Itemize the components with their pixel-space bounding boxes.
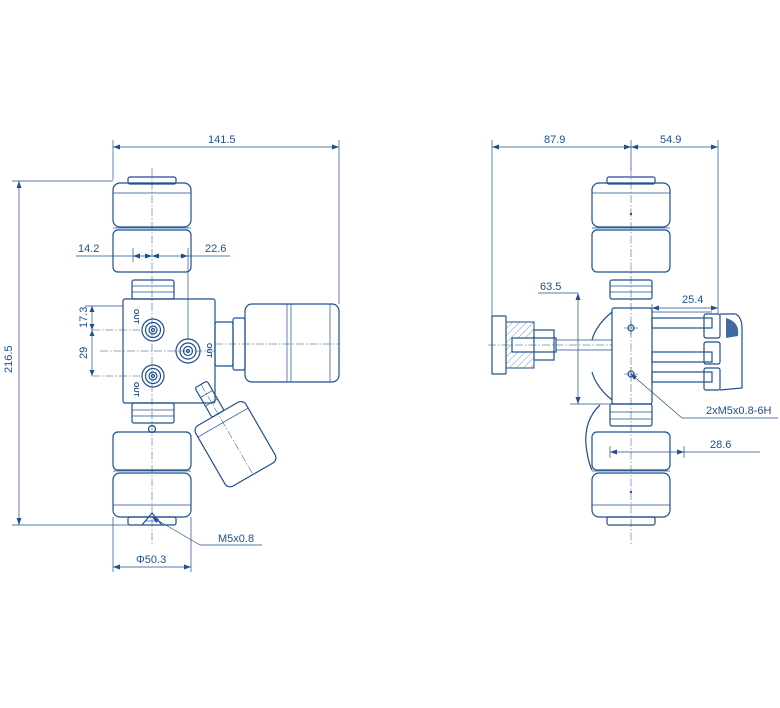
- front-view: OUT OUT OUT: [92, 168, 340, 545]
- out-port-lower: OUT: [132, 364, 165, 398]
- front-dim-17-3: 17.3: [78, 305, 123, 330]
- dim-overall-height: 216.5: [3, 345, 15, 373]
- side-left-fitting: [488, 315, 612, 375]
- side-bottom-cap: [585, 403, 671, 526]
- dim-port-spacing: 29: [78, 347, 90, 359]
- front-dim-29: 29: [78, 330, 95, 376]
- out-label-lower: OUT: [132, 382, 139, 398]
- front-dim-22-6: 22.6: [152, 243, 230, 340]
- side-view: [488, 168, 743, 545]
- dim-width-right: 54.9: [660, 134, 681, 146]
- front-dim-216-5: 216.5: [3, 180, 128, 526]
- dim-diameter: Φ50.3: [136, 554, 166, 566]
- side-callout-2xm5: 2xM5x0.8-6H: [630, 373, 778, 419]
- dim-height-mid: 63.5: [540, 281, 561, 293]
- side-dim-28-6: 28.6: [609, 439, 760, 458]
- dim-offset-left: 14.2: [78, 243, 99, 255]
- out-port-upper: OUT: [132, 309, 165, 342]
- front-callout-m5: M5x0.8: [151, 516, 262, 546]
- dim-port-spacing-top: 17.3: [78, 307, 90, 328]
- front-angled-gauge: [194, 381, 277, 488]
- dim-offset-right: 22.6: [205, 243, 226, 255]
- thread-callout-front: M5x0.8: [218, 533, 254, 545]
- side-dim-63-5: 63.5: [538, 281, 612, 405]
- thread-callout-side: 2xM5x0.8-6H: [706, 405, 771, 417]
- side-dim-54-9: 54.9: [631, 134, 719, 314]
- front-right-regulator: [214, 303, 340, 383]
- dim-width-left: 87.9: [544, 134, 565, 146]
- front-dim-14-2: 14.2: [76, 243, 152, 262]
- side-right-gauge: [651, 313, 743, 391]
- dim-offset-right-side: 25.4: [682, 294, 703, 306]
- front-dim-phi-50-3: Φ50.3: [112, 517, 192, 572]
- side-dim-25-4: 25.4: [651, 294, 718, 312]
- side-dim-87-9: 87.9: [491, 134, 632, 316]
- dim-lower-offset: 28.6: [710, 439, 731, 451]
- front-dim-141-5: 141.5: [112, 134, 340, 304]
- out-label-upper: OUT: [132, 309, 139, 325]
- dim-overall-width: 141.5: [208, 134, 236, 146]
